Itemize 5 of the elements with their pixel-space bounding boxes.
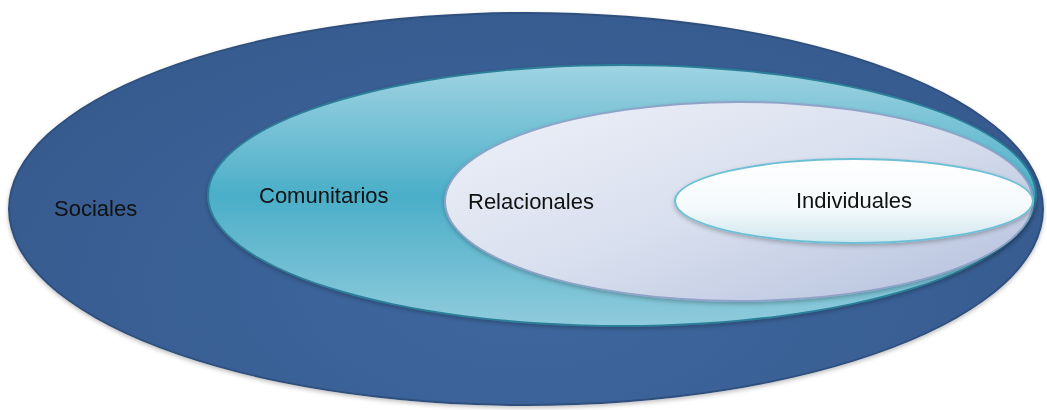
ellipse-label: Relacionales: [468, 188, 594, 215]
core-ellipse: [674, 158, 1034, 244]
ellipse-label: Individuales: [795, 188, 913, 214]
ellipse-label: Sociales: [54, 196, 138, 222]
ellipse-label: Comunitarios: [259, 182, 389, 209]
